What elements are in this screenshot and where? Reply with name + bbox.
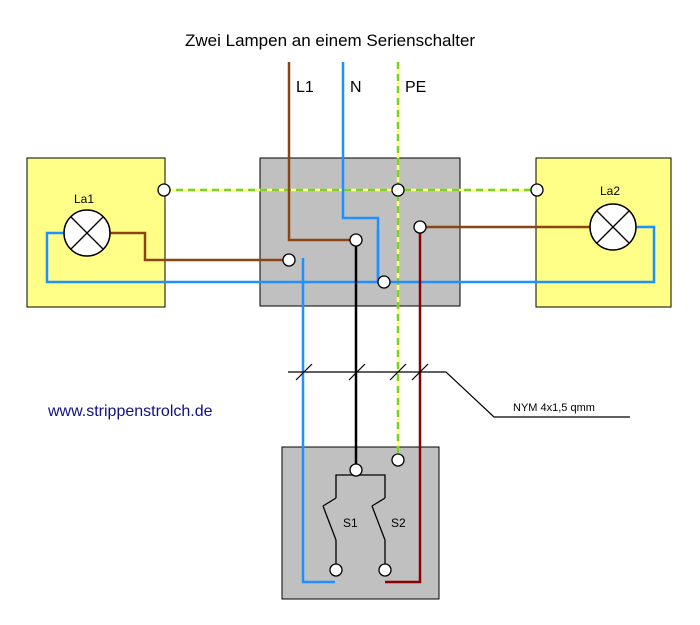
terminal-circle-icon [157, 183, 544, 577]
neutral-wires [45, 62, 656, 584]
label-l1: L1 [296, 79, 314, 96]
label-s1: S1 [343, 516, 358, 530]
switch-contact-icon [322, 474, 386, 566]
website-link[interactable]: www.strippenstrolch.de [47, 403, 213, 420]
lamp-cross-icon [63, 209, 111, 257]
label-pe: PE [405, 79, 426, 96]
switch-return-wire [385, 227, 422, 584]
label-la2: La2 [600, 184, 620, 198]
cable-label: NYM 4x1,5 qmm [513, 402, 595, 414]
diagram-title: Zwei Lampen an einem Serienschalter [185, 31, 475, 50]
label-n: N [350, 79, 362, 96]
pe-wires [164, 62, 537, 458]
lamp-cross-icon [589, 203, 637, 251]
phase-wires [110, 62, 600, 262]
label-la1: La1 [74, 192, 94, 206]
label-s2: S2 [391, 516, 406, 530]
cable-marker [288, 363, 630, 418]
